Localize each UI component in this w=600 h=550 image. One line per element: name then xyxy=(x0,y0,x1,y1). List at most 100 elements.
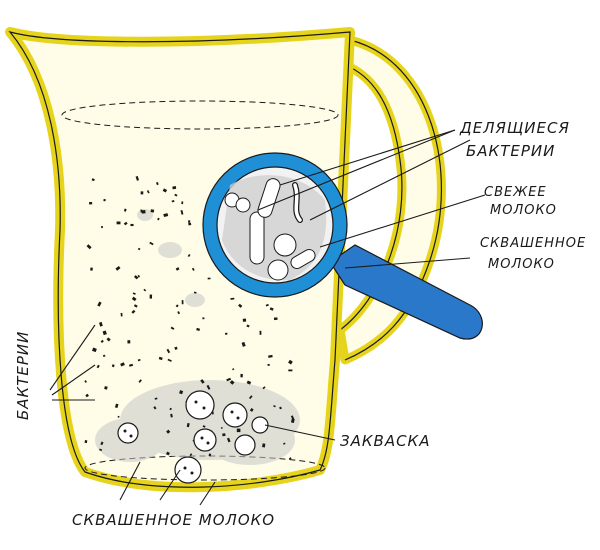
bacterium-icon xyxy=(86,244,92,250)
bacterium-icon xyxy=(202,317,205,320)
sour-milk-cloud xyxy=(95,209,300,465)
bacterium-icon xyxy=(186,422,190,428)
bacterium-icon xyxy=(131,309,136,314)
bacterium-icon xyxy=(120,362,125,367)
bacterium-icon xyxy=(138,379,142,383)
bacterium-icon xyxy=(106,337,111,342)
bacterium-icon xyxy=(141,210,146,214)
bacterium-icon xyxy=(174,193,178,197)
bacterium-icon xyxy=(187,253,191,257)
bacterium-icon xyxy=(196,327,200,331)
bacterium-icon xyxy=(103,199,106,202)
bacteria-specks xyxy=(84,175,295,460)
bacterium-icon xyxy=(241,341,246,347)
bacterium-icon xyxy=(248,395,253,400)
bacterium-icon xyxy=(225,332,228,335)
bacterium-icon xyxy=(222,433,226,437)
bacterium-icon xyxy=(238,303,243,308)
bacterium-icon xyxy=(137,358,141,362)
bacterium-icon xyxy=(133,304,138,308)
bacterium-icon xyxy=(279,406,282,410)
bacterium-icon xyxy=(229,380,235,385)
bacterium-icon xyxy=(128,363,134,367)
bacterium-icon xyxy=(133,275,139,280)
bacterium-icon xyxy=(100,225,104,229)
bacterium-icon xyxy=(226,377,231,382)
bacterium-icon xyxy=(268,354,273,358)
bacterium-icon xyxy=(149,241,154,246)
bacterium-icon xyxy=(262,443,266,448)
bacterium-icon xyxy=(111,364,115,368)
bacterium-icon xyxy=(100,339,104,343)
bacterium-icon xyxy=(220,426,223,429)
bacterium-icon xyxy=(90,267,93,271)
label-bacteria-left: БАКТЕРИИ xyxy=(14,331,32,420)
bacterium-icon xyxy=(288,359,293,365)
bacterium-icon xyxy=(236,428,241,433)
bacterium-icon xyxy=(166,348,171,354)
label-sour-milk-right-2: МОЛОКО xyxy=(488,257,555,272)
bacterium-icon xyxy=(249,408,254,412)
bacterium-icon xyxy=(89,202,93,205)
bacterium-icon xyxy=(102,354,106,357)
bacterium-icon xyxy=(246,380,252,385)
bacterium-icon xyxy=(91,178,95,182)
bacterium-icon xyxy=(162,188,168,193)
bacterium-icon xyxy=(193,291,197,294)
bacterium-icon xyxy=(165,451,170,456)
bacterium-icon xyxy=(175,304,179,308)
bacterium-icon xyxy=(169,407,172,411)
bacterium-icon xyxy=(179,390,184,395)
bacterium-icon xyxy=(177,311,181,315)
bacterium-icon xyxy=(232,368,235,371)
bacterium-icon xyxy=(273,317,278,321)
bacterium-icon xyxy=(137,247,141,251)
bacterium-icon xyxy=(92,347,97,353)
bacterium-icon xyxy=(84,380,87,383)
label-sour-milk-bottom: СКВАШЕННОЕ МОЛОКО xyxy=(72,511,275,529)
bacterium-icon xyxy=(140,191,144,195)
lens-view xyxy=(222,175,327,281)
bacterium-icon xyxy=(265,303,269,307)
bacterium-icon xyxy=(123,208,127,212)
bacterium-icon xyxy=(180,209,184,215)
bacterium-icon xyxy=(242,318,247,322)
bacterium-icon xyxy=(140,209,143,213)
label-fresh-milk-2: МОЛОКО xyxy=(490,203,557,218)
bacterium-icon xyxy=(170,326,175,330)
bacterium-icon xyxy=(130,223,134,227)
bacterium-icon xyxy=(207,277,211,280)
bacterium-icon xyxy=(230,297,235,300)
bacterium-icon xyxy=(202,425,206,428)
label-sour-milk-right-1: СКВАШЕННОЕ xyxy=(480,236,586,251)
bacterium-icon xyxy=(114,403,119,409)
bacterium-icon xyxy=(116,221,121,225)
bacterium-icon xyxy=(191,267,195,271)
bacterium-icon xyxy=(269,307,274,311)
bacterium-icon xyxy=(188,222,192,226)
magnifier-handle xyxy=(329,244,483,340)
bacterium-icon xyxy=(262,386,266,390)
milk-surface xyxy=(61,100,339,130)
bacterium-icon xyxy=(208,453,212,457)
bacterium-icon xyxy=(117,415,120,418)
bacterium-icon xyxy=(102,330,107,336)
bacterium-icon xyxy=(132,292,136,295)
bacterium-icon xyxy=(288,457,292,460)
bacterium-icon xyxy=(104,386,108,390)
bacterium-icon xyxy=(188,220,191,223)
bacterium-icon xyxy=(206,384,211,390)
bacterium-icon xyxy=(282,442,286,445)
bacterium-icon xyxy=(115,265,121,271)
bacterium-icon xyxy=(97,301,102,307)
bacterium-icon xyxy=(146,190,150,194)
bacterium-icon xyxy=(273,405,276,408)
bacterium-icon xyxy=(181,300,184,305)
bacterium-icon xyxy=(166,429,171,434)
bacterium-icon xyxy=(131,296,137,302)
bacterium-icon xyxy=(157,217,160,221)
bacterium-icon xyxy=(259,330,262,335)
bacterium-icon xyxy=(181,201,184,205)
bacterium-icon xyxy=(158,356,163,361)
